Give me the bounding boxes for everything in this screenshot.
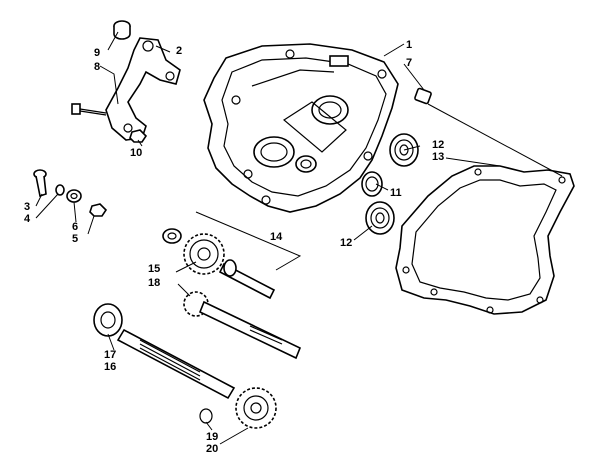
callout-12-upper: 12: [432, 139, 444, 151]
callout-12-lower: 12: [340, 237, 352, 249]
leader-lines: [35, 31, 563, 445]
callout-8: 8: [94, 61, 100, 73]
washer-part: [66, 189, 82, 203]
nut-part: [129, 129, 148, 143]
callout-11: 11: [390, 187, 402, 199]
bearing-middle: [361, 171, 383, 197]
callout-5: 5: [72, 233, 78, 245]
callout-14: 14: [270, 231, 283, 243]
output-shaft: [183, 291, 302, 360]
callout-13: 13: [432, 151, 444, 163]
callout-3: 3: [24, 201, 30, 213]
input-shaft: [93, 303, 236, 400]
gasket-part: [395, 165, 575, 315]
stud-part: [33, 169, 47, 198]
callout-9: 9: [94, 47, 100, 59]
bracket-part: [105, 37, 181, 141]
callout-1: 1: [406, 39, 412, 51]
callout-10: 10: [130, 147, 142, 159]
dowel-pin-part: [414, 87, 432, 105]
callout-4: 4: [24, 213, 31, 225]
transmission-housing: [203, 43, 399, 213]
snap-ring-part: [199, 408, 213, 424]
callout-16: 16: [104, 361, 116, 373]
callout-7: 7: [406, 57, 412, 69]
callout-2: 2: [176, 45, 182, 57]
bolt-part: [71, 103, 107, 116]
drive-gear-part: [235, 387, 277, 429]
gear-shaft-assembly: [162, 228, 276, 300]
washer-small-part: [55, 184, 65, 196]
callout-18: 18: [148, 277, 160, 289]
callout-19: 19: [206, 431, 218, 443]
callout-17: 17: [104, 349, 116, 361]
callout-6: 6: [72, 221, 78, 233]
nut-small-part: [89, 203, 108, 217]
callouts: 1 2 3 4 5 6 7 8 9 10 11 12 12 13 14 15 1…: [24, 39, 444, 455]
callout-15: 15: [148, 263, 160, 275]
callout-20: 20: [206, 443, 218, 455]
bushing-part: [113, 20, 131, 40]
bearing-lower: [365, 201, 395, 235]
